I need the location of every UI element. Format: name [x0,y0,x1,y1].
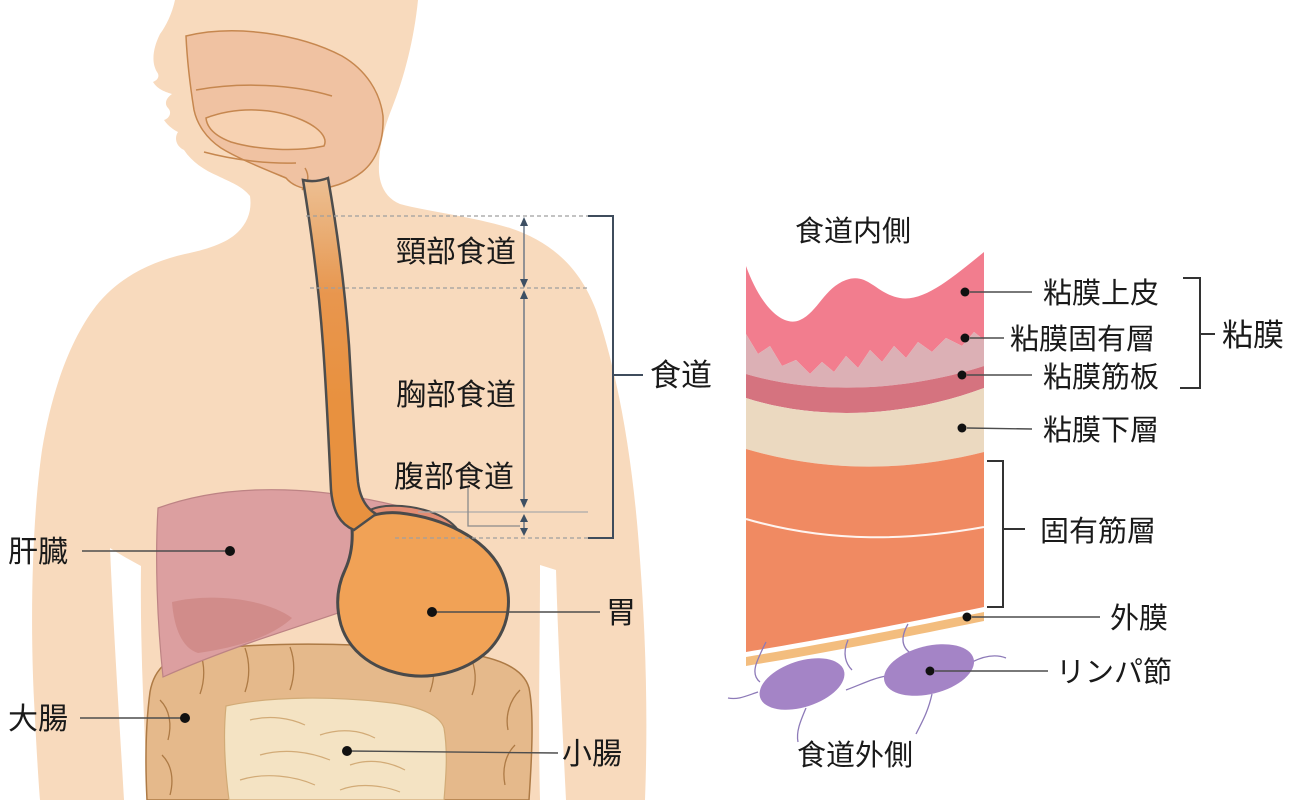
lymph-node-left [759,658,845,710]
label-cervical-esophagus: 頸部食道 [396,235,516,270]
label-lymph-node: リンパ節 [1056,655,1172,689]
label-large-intestine: 大腸 [8,702,68,737]
lymph-vessels [727,623,1007,743]
liver-lower-lobe [172,597,292,653]
muscularis-bracket [987,460,1004,608]
left-arm-gap [110,548,148,800]
label-epithelium: 粘膜上皮 [1043,276,1159,310]
label-inner-side: 食道内側 [795,214,911,248]
small-intestine-lines [239,716,406,793]
layer-muscularis-propria-shape [746,449,984,652]
layer-epithelium-shape [746,252,984,374]
dimension-arrows [520,217,528,536]
label-abdominal-esophagus: 腹部食道 [394,460,514,495]
label-muscularis-propria: 固有筋層 [1040,514,1156,548]
tongue-shape [205,109,326,151]
abdominal-connector [467,486,520,527]
label-liver: 肝臓 [8,535,68,570]
body-figure: 頸部食道 胸部食道 腹部食道 食道 肝臓 大腸 胃 小腸 [8,0,712,800]
jaw-line [203,151,297,164]
wall-leaders [935,291,1100,672]
organ-dots [180,546,437,756]
palate-line [195,84,333,97]
segment-boundary-lines [306,215,610,539]
label-thoracic-esophagus: 胸部食道 [396,378,516,413]
label-stomach: 胃 [606,596,636,631]
mucosa-bracket [1180,277,1201,389]
label-mucosa-group: 粘膜 [1222,318,1284,354]
right-arm-gap [539,565,566,800]
wall-dots [925,287,972,676]
stomach-shape [336,511,510,678]
esophagus-tube [301,176,379,532]
esophagus-bracket [588,215,614,539]
label-muscularis-mucosae: 粘膜筋板 [1043,360,1159,394]
layer-lamina-propria-shape [746,332,984,388]
label-esophagus: 食道 [650,358,712,394]
small-intestine-shape [223,697,447,800]
label-adventitia: 外膜 [1110,601,1168,635]
layer-adventitia-shape [746,612,984,666]
layer-submucosa-shape [746,388,984,467]
wall-figure: 食道内側 粘膜上皮 粘膜固有層 粘膜筋板 粘膜 粘膜下層 固有筋層 外膜 リンパ… [727,214,1284,772]
label-outer-side: 食道外側 [797,738,913,772]
layer-muscularis-mucosae-shape [746,366,984,413]
label-lamina-propria: 粘膜固有層 [1010,322,1155,356]
label-submucosa: 粘膜下層 [1043,413,1159,447]
label-small-intestine: 小腸 [562,737,622,772]
muscle-divider-line [745,518,985,539]
organ-leaders [80,550,600,754]
